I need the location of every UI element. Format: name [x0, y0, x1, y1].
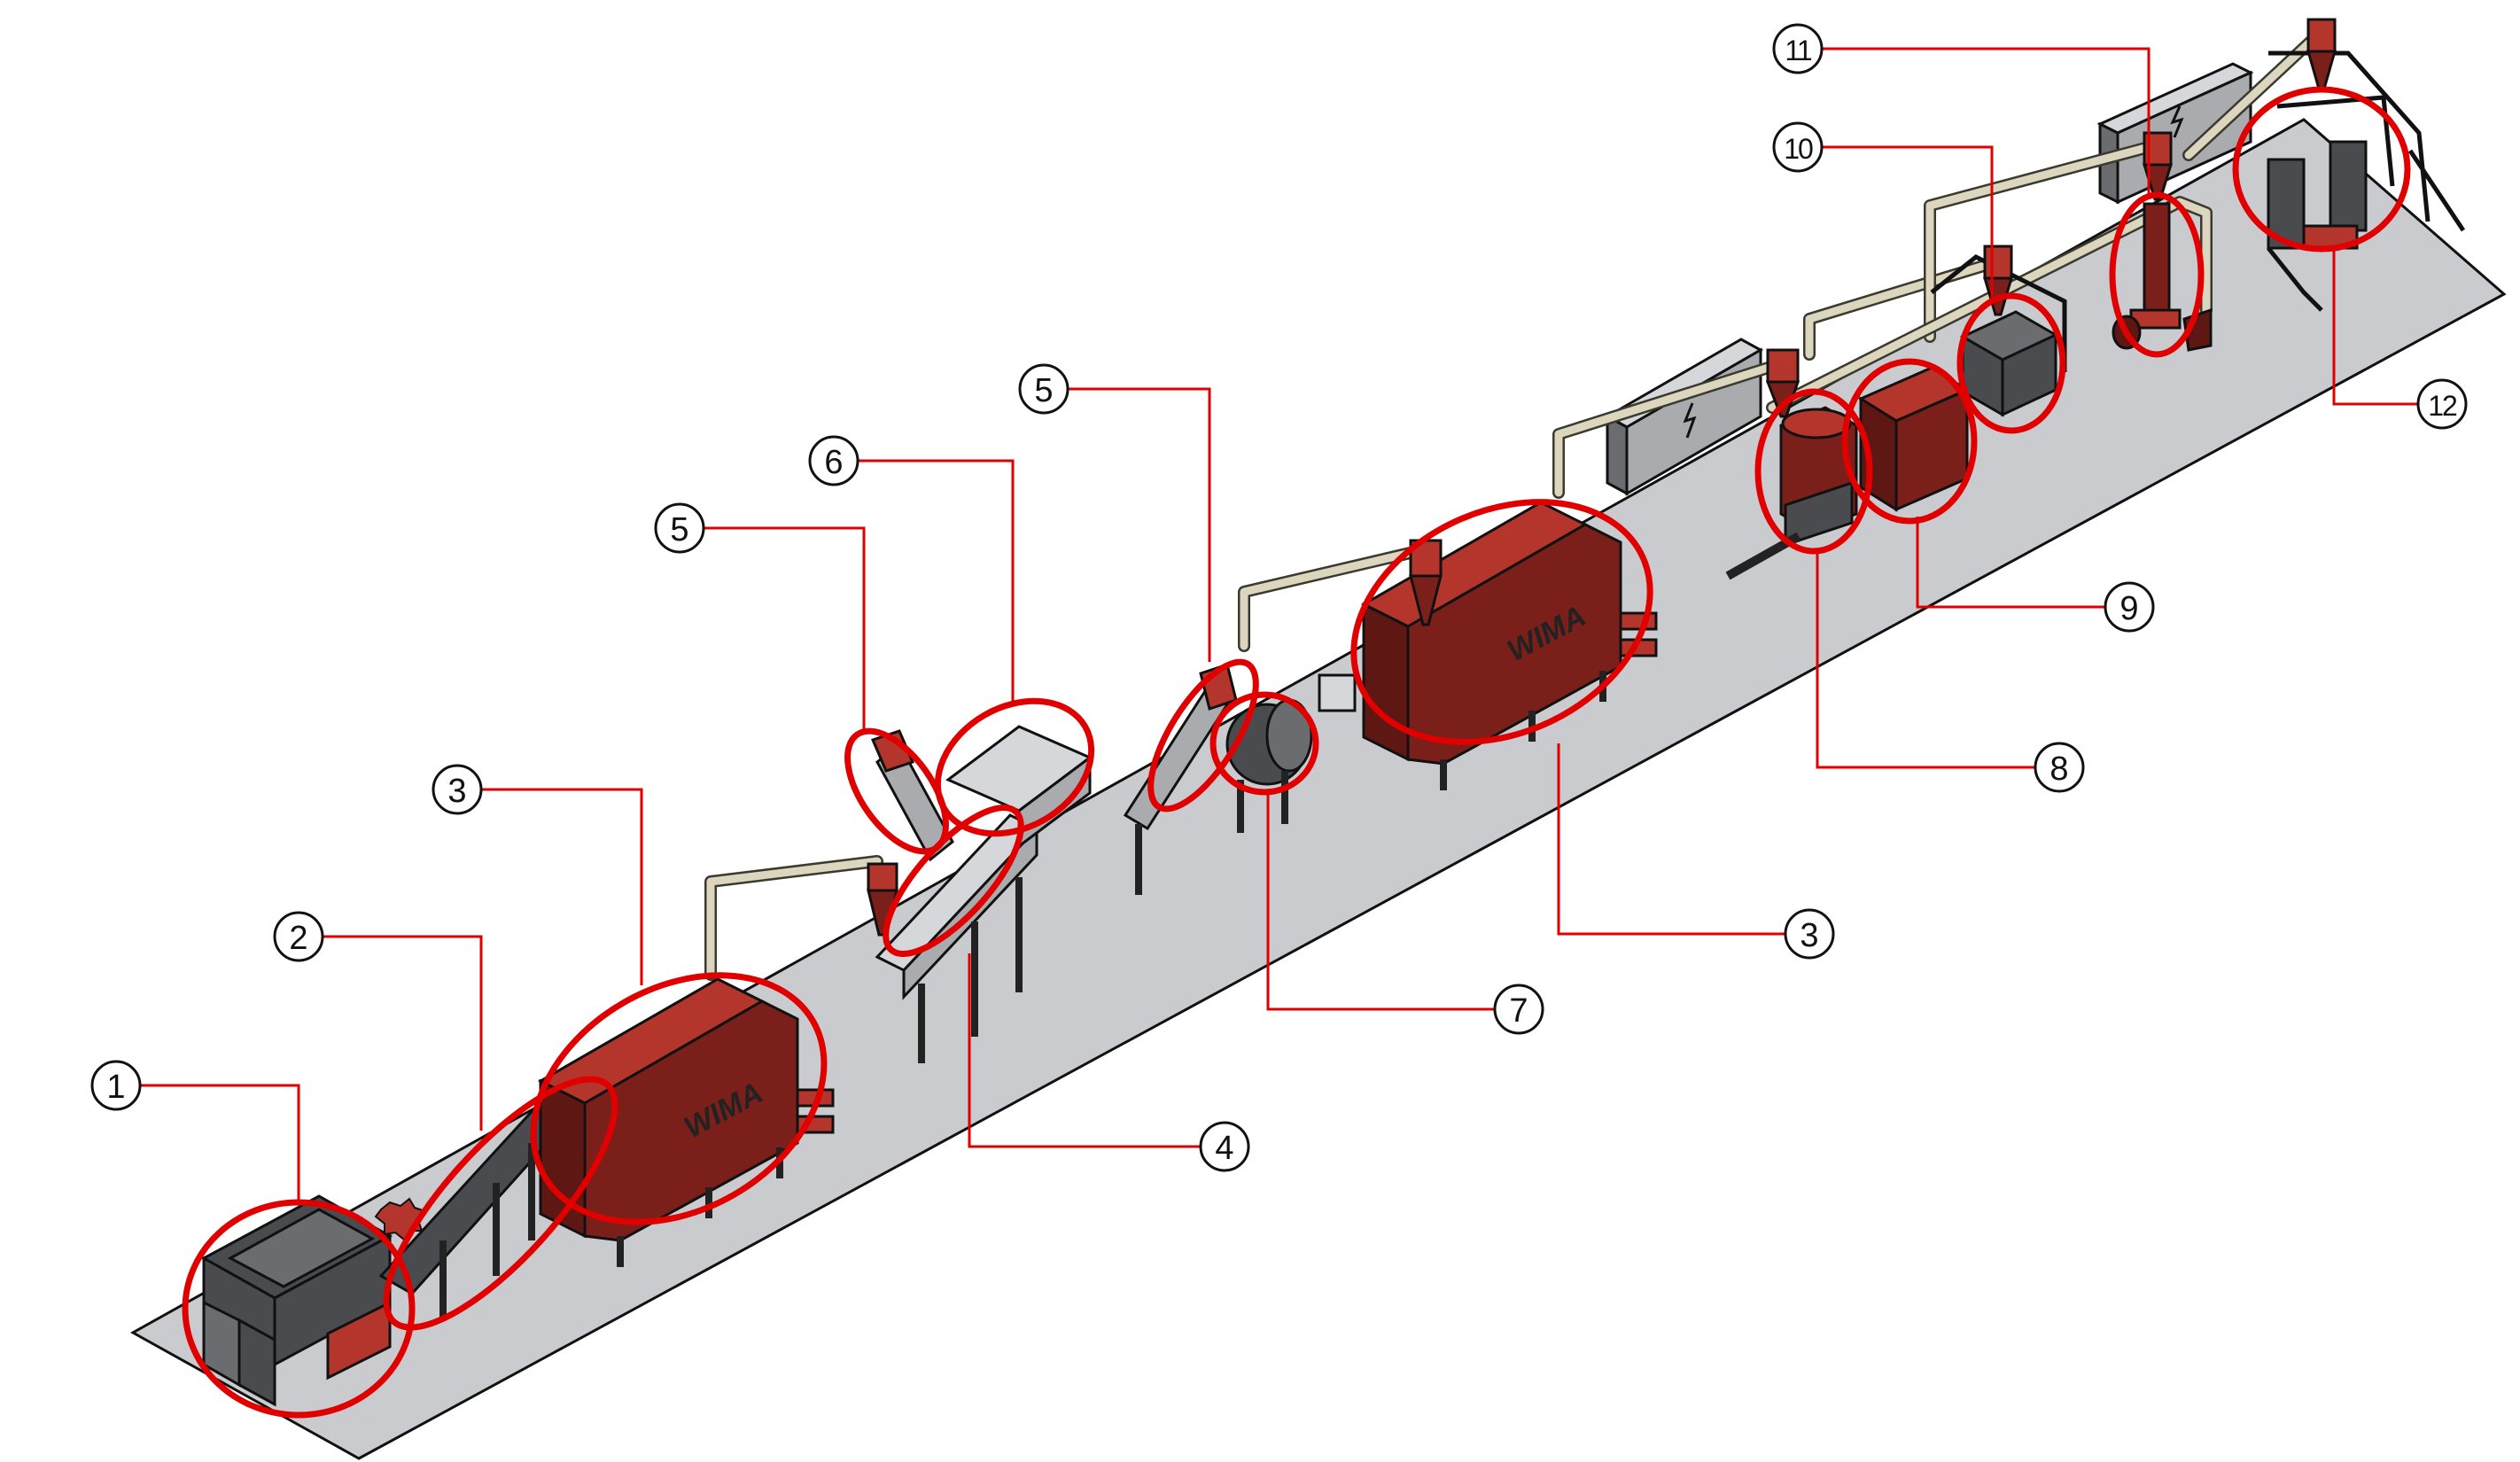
callout-number: 1	[106, 1069, 125, 1106]
callout-number: 2	[289, 920, 307, 957]
callout-number: 7	[1509, 992, 1528, 1030]
highlight-3b	[1350, 499, 1653, 745]
callout-number: 12	[2428, 390, 2457, 422]
highlight-10	[1956, 292, 2066, 434]
highlight-9	[1841, 358, 1978, 525]
callout-number: 11	[1785, 35, 1811, 66]
highlight-5b	[1147, 658, 1259, 813]
washing-tank: WIMA	[537, 977, 835, 1267]
callout-2: 2	[273, 911, 324, 962]
highlight-11	[2109, 191, 2205, 358]
leader-lines	[139, 47, 2419, 1203]
highlight-7	[1209, 691, 1319, 796]
callout-6: 6	[808, 435, 859, 486]
lightning-icon	[1683, 402, 1697, 439]
highlight-2	[383, 1076, 618, 1331]
cyclone	[2306, 18, 2337, 90]
callout-9: 9	[2104, 581, 2155, 633]
callout-3: 3	[432, 764, 483, 815]
shredder-machine	[200, 1194, 393, 1407]
washing-tank: WIMA	[1318, 501, 1658, 790]
callout-number: 3	[1800, 917, 1818, 954]
callout-10: 10	[1772, 121, 1824, 173]
callout-number: 10	[1784, 133, 1813, 165]
callout-number: 5	[670, 511, 688, 548]
callout-number: 4	[1215, 1130, 1233, 1167]
callout-3: 3	[1784, 908, 1835, 960]
callout-number: 6	[824, 444, 843, 481]
callout-11: 11	[1772, 23, 1824, 74]
cyclone	[1765, 348, 1801, 418]
callout-1: 1	[90, 1060, 142, 1111]
highlight-8	[1754, 388, 1873, 555]
callout-5: 5	[1018, 363, 1069, 415]
callout-8: 8	[2034, 742, 2085, 793]
callout-number: 3	[447, 773, 466, 810]
callout-number: 9	[2119, 590, 2138, 627]
callout-4: 4	[1199, 1121, 1250, 1172]
callout-7: 7	[1493, 984, 1544, 1035]
highlight-3a	[530, 972, 828, 1225]
callout-5: 5	[654, 502, 705, 554]
highlight-rings	[182, 86, 2411, 1419]
callout-number: 8	[2049, 750, 2068, 788]
lightning-icon	[2170, 105, 2184, 138]
highlight-12	[2232, 86, 2411, 253]
callout-number: 5	[1034, 372, 1053, 409]
screw-loader	[870, 729, 954, 862]
centrifugal-dryer	[1225, 698, 1313, 833]
callout-12: 12	[2416, 378, 2468, 430]
highlight-6	[934, 697, 1095, 837]
pellet-silo	[1930, 254, 2067, 417]
highlight-4	[883, 805, 1024, 957]
